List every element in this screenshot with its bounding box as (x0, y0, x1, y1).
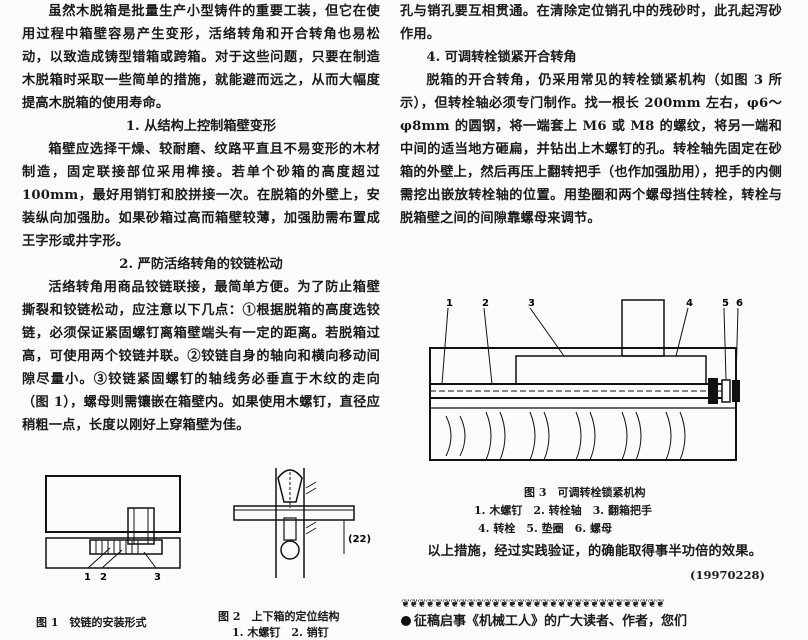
continuation-paragraph: 孔与销孔要互相贯通。在清除定位销孔中的残砂时，此孔起泻砂作用。 (400, 4, 782, 42)
fig3-label-1: 1 (446, 298, 453, 309)
right-column: 孔与销孔要互相贯通。在清除定位销孔中的残砂时，此孔起泻砂作用。 4. 可调转栓锁… (400, 0, 782, 230)
notice-line: 征稿启事《机械工人》的广大读者、作者，您们 (401, 610, 783, 629)
fig1-label-3: 3 (154, 572, 161, 583)
figure-3-legend-line1: 1. 木螺钉 2. 转栓轴 3. 翻箱把手 (474, 504, 652, 517)
fig1-label-1: 1 (84, 572, 91, 583)
notice-text: 征稿启事《机械工人》的广大读者、作者，您们 (414, 614, 688, 629)
figure-2-legend: 1. 木螺钉 2. 销钉 (232, 626, 329, 639)
section1-paragraph: 箱壁应选择干燥、较耐磨、纹路平直且不易变形的木材制造，固定联接部位采用榫接。若单… (22, 142, 380, 249)
fig3-label-4: 4 (686, 298, 693, 309)
fig3-label-5: 5 (722, 298, 729, 309)
figure-3-legend-line2: 4. 转栓 5. 垫圈 6. 螺母 (478, 522, 612, 535)
intro-paragraph: 虽然木脱箱是批量生产小型铸件的重要工装，但它在使用过程中箱壁容易产生变形，活络转… (22, 4, 380, 111)
fig2-dimension: (22) (348, 534, 371, 545)
section1-heading: 1. 从结构上控制箱壁变形 (125, 119, 277, 134)
date-code: (19970228) (690, 568, 765, 582)
section4-heading: 4. 可调转栓锁紧开合转角 (426, 50, 577, 65)
figure-1-caption: 图 1 铰链的安装形式 (36, 616, 147, 629)
left-column: 虽然木脱箱是批量生产小型铸件的重要工装，但它在使用过程中箱壁容易产生变形，活络转… (22, 0, 380, 437)
decorative-border: ❦❦❦❦❦❦❦❦❦❦❦❦❦❦❦❦❦❦❦❦❦❦❦❦❦❦❦❦❦❦❦❦ (401, 597, 665, 609)
figure-2-caption: 图 2 上下箱的定位结构 (218, 610, 340, 623)
bullet-dot-icon (401, 616, 411, 626)
section2-paragraph: 活络转角用商品铰链联接，最简单方便。为了防止箱壁撕裂和铰链松动，应注意以下几点：… (22, 280, 380, 433)
figure-3-caption: 图 3 可调转栓锁紧机构 (524, 486, 646, 499)
figure-1-diagram: 1 2 3 (45, 475, 181, 583)
fig3-label-2: 2 (482, 298, 489, 309)
conclusion-paragraph: 以上措施，经过实践验证，的确能取得事半功倍的效果。 (427, 544, 763, 559)
fig1-label-2: 2 (100, 572, 107, 583)
fig3-label-3: 3 (528, 298, 535, 309)
section2-heading: 2. 严防活络转角的铰链松动 (119, 257, 283, 272)
figure-3-diagram: 1 2 3 4 5 6 (429, 298, 743, 461)
figure-2-diagram: (22) (233, 468, 371, 578)
section4-paragraph: 脱箱的开合转角，仍采用常见的转栓锁紧机构（如图 3 所示），但转栓轴必须专门制作… (400, 73, 782, 226)
fig3-label-6: 6 (736, 298, 743, 309)
